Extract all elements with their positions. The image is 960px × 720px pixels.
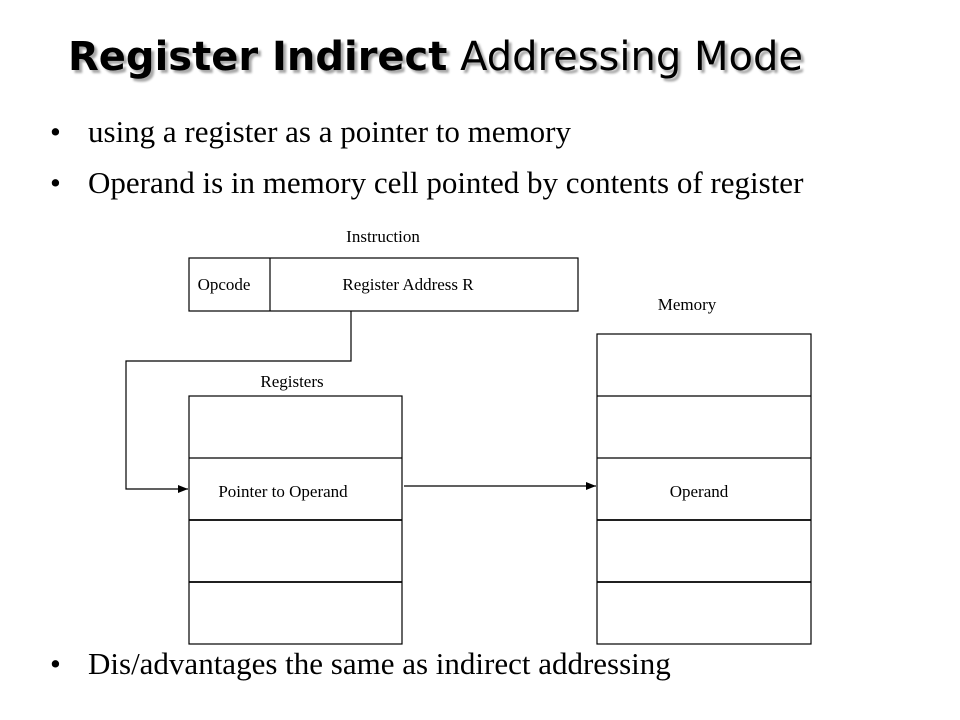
bullet-dot: • (50, 646, 61, 681)
bullet-text: Dis/advantages the same as indirect addr… (88, 646, 671, 681)
bullet-text: Operand is in memory cell pointed by con… (88, 165, 804, 200)
bullet-dot: • (50, 165, 61, 200)
register-address-field: Register Address R (342, 275, 474, 294)
slide-title: Register Indirect Addressing Mode (68, 34, 803, 80)
opcode-field: Opcode (198, 275, 251, 294)
instruction-label: Instruction (346, 227, 420, 246)
pointer-to-operand-cell: Pointer to Operand (218, 482, 348, 501)
memory-block (596, 333, 812, 645)
title-bold-part: Register Indirect (68, 34, 448, 80)
operand-cell: Operand (670, 482, 729, 501)
bullet-text: using a register as a pointer to memory (88, 114, 571, 149)
title-rest-part: Addressing Mode (460, 34, 803, 80)
memory-label: Memory (658, 295, 717, 314)
instruction-box (188, 257, 579, 312)
registers-label: Registers (260, 372, 323, 391)
bullet-dot: • (50, 114, 61, 149)
register-select-arrow (125, 311, 352, 493)
